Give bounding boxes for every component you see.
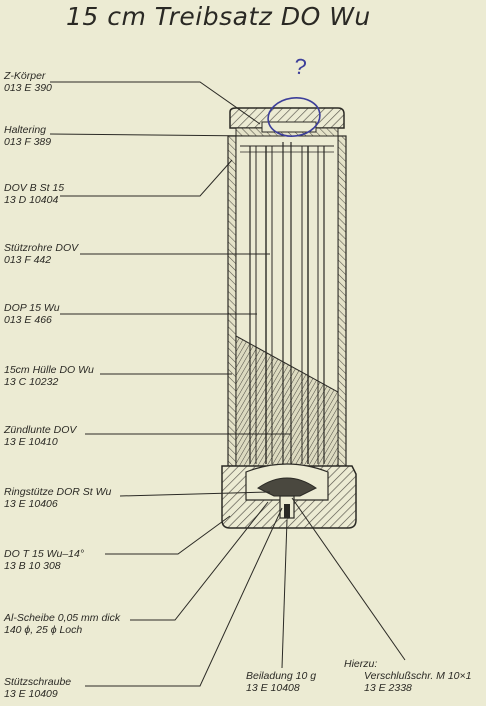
support-tubes [240, 142, 334, 480]
leader-haltering [49, 133, 261, 137]
top-cap [229, 107, 345, 137]
leader-stuetzschraube [85, 507, 283, 687]
leader-do-t-15 [105, 515, 231, 555]
bottom-base [221, 463, 357, 529]
leader-al-scheibe [130, 501, 269, 621]
leader-ringstuetze [119, 491, 271, 497]
leader-beiladung [281, 519, 288, 669]
label-do-t-15: DO T 15 Wu–14°13 B 10 308 [4, 548, 85, 572]
leader-z-koerper [50, 81, 261, 125]
leader-dov-b-st-15 [60, 159, 233, 197]
label-hierzu-prefix: Hierzu: [344, 658, 378, 670]
hand-drawn-circle [267, 97, 321, 137]
diagram-title: 15 cm Treibsatz DO Wu [66, 2, 371, 31]
leader-lines [49, 81, 406, 687]
leader-verschlussschr [291, 497, 406, 661]
